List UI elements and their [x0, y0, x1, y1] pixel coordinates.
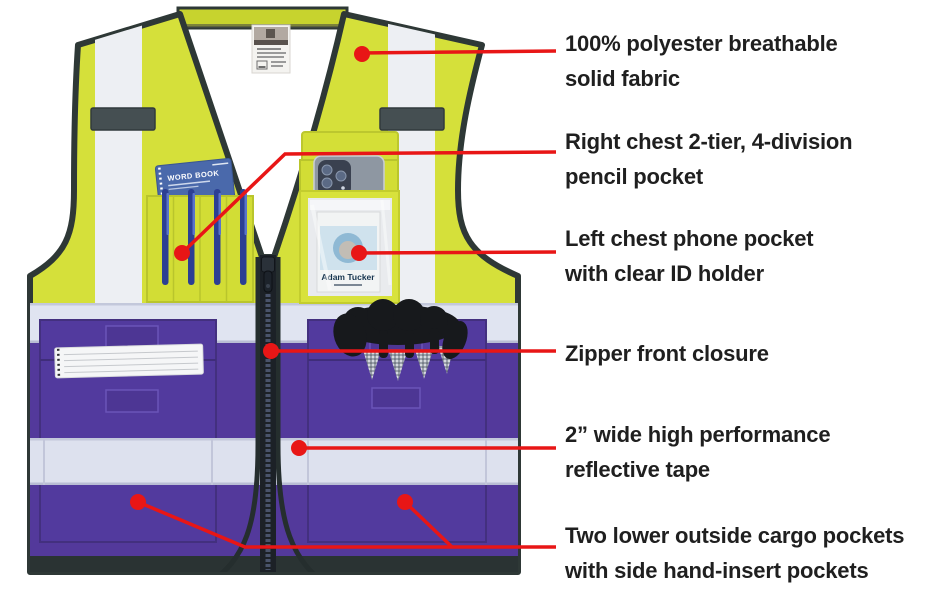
cargo-pocket-right [307, 299, 487, 543]
pens [162, 189, 247, 285]
feature-line: reflective tape [565, 457, 710, 482]
feature-line: pencil pocket [565, 164, 703, 189]
callout-dot-cargo-left [130, 494, 146, 510]
callout-line-cargo-right [403, 500, 454, 549]
callout-dot-pencil-pocket [174, 245, 190, 261]
feature-label-phone-pocket: Left chest phone pocket with clear ID ho… [565, 221, 945, 291]
care-icon [256, 60, 268, 70]
feature-line: with clear ID holder [565, 261, 764, 286]
care-label [251, 24, 291, 74]
mic-tab-right [379, 107, 445, 131]
callout-dot-fabric [354, 46, 370, 62]
phone-pocket: Adam Tucker [299, 131, 400, 304]
feature-line: Two lower outside cargo pockets [565, 523, 905, 548]
pocket-stitch-right [371, 387, 421, 409]
cargo-pocket-left [39, 319, 217, 543]
pencil-pocket: WORD BOOK [146, 157, 254, 303]
feature-line: 2” wide high performance [565, 422, 831, 447]
callout-dot-zipper [263, 343, 279, 359]
zipper-slider [261, 256, 275, 273]
feature-label-zipper: Zipper front closure [565, 336, 945, 371]
callout-dot-reflective-tape [291, 440, 307, 456]
feature-label-fabric: 100% polyester breathable solid fabric [565, 26, 945, 96]
callout-line-pencil-pocket [180, 150, 557, 255]
feature-line: solid fabric [565, 66, 680, 91]
callout-line-cargo-left [137, 500, 556, 549]
feature-label-cargo-pockets: Two lower outside cargo pockets with sid… [565, 518, 945, 588]
phone [313, 155, 385, 201]
callouts [137, 49, 557, 549]
pocket-stitch-left [105, 389, 159, 413]
shoulder-stripe-left [95, 14, 142, 303]
zipper [206, 255, 332, 572]
mic-tab-left [90, 107, 156, 131]
feature-label-pencil-pocket: Right chest 2-tier, 4-division pencil po… [565, 124, 945, 194]
callout-dots [130, 46, 413, 510]
feature-line: Right chest 2-tier, 4-division [565, 129, 853, 154]
feature-line: Zipper front closure [565, 341, 769, 366]
badge-name: Adam Tucker [321, 272, 375, 282]
callout-line-fabric [361, 49, 557, 55]
zipper-pull [263, 270, 273, 293]
feature-line: Left chest phone pocket [565, 226, 814, 251]
callout-dot-cargo-right [397, 494, 413, 510]
callout-dot-phone-pocket [351, 245, 367, 261]
id-holder: Adam Tucker [299, 190, 400, 304]
feature-line: 100% polyester breathable [565, 31, 838, 56]
callout-line-phone-pocket [358, 250, 557, 255]
badge-subtitle [334, 284, 362, 286]
feature-line: with side hand-insert pockets [565, 558, 869, 583]
placket-edge-right [275, 257, 332, 572]
zipper-tape [260, 255, 276, 572]
placket-edge-left [206, 257, 261, 572]
notepad [54, 343, 204, 379]
feature-label-reflective-tape: 2” wide high performance reflective tape [565, 417, 945, 487]
